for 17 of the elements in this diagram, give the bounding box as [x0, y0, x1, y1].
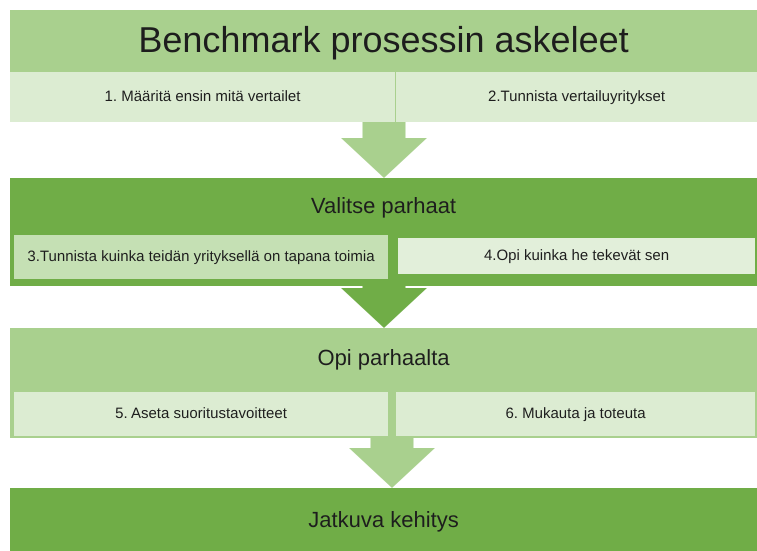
- stage-title: Jatkuva kehitys: [307, 508, 460, 532]
- block-arrow: [341, 286, 427, 328]
- stage-title: Benchmark prosessin askeleet: [137, 20, 630, 60]
- stage-band: [10, 328, 757, 438]
- step-box: 4.Opi kuinka he tekevät sen: [398, 238, 755, 274]
- stage-band: [10, 178, 757, 286]
- step-box: 2.Tunnista vertailuyritykset: [396, 72, 757, 122]
- step-box: 6. Mukauta ja toteuta: [396, 392, 755, 436]
- stage-title: Valitse parhaat: [310, 194, 458, 218]
- stage-title: Opi parhaalta: [316, 346, 451, 370]
- stage-band: [10, 488, 757, 551]
- step-box: 5. Aseta suoritustavoitteet: [14, 392, 388, 436]
- block-arrow: [349, 438, 435, 488]
- stage-band: [10, 10, 757, 122]
- step-box: 3.Tunnista kuinka teidän yrityksellä on tapana toimia: [14, 235, 388, 279]
- step-box: 1. Määritä ensin mitä vertailet: [10, 72, 395, 122]
- block-arrow: [341, 122, 427, 178]
